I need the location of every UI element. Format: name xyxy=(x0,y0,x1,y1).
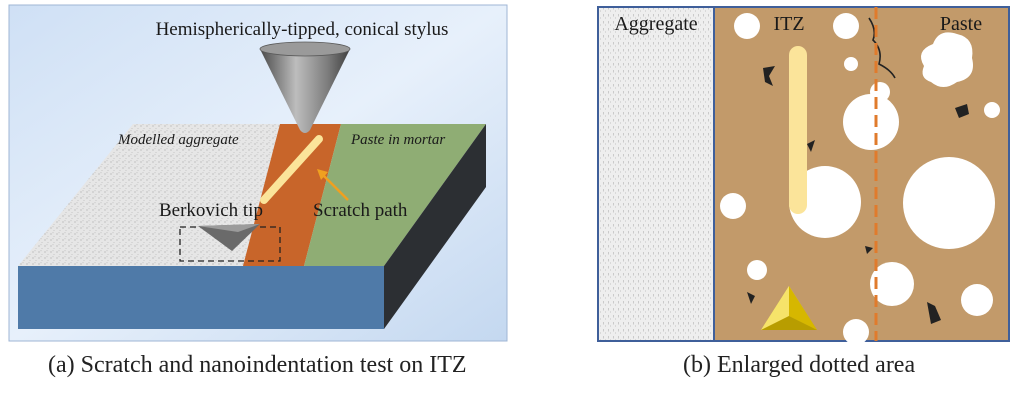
pore-irregular xyxy=(921,32,973,87)
pore xyxy=(870,262,914,306)
pore xyxy=(833,13,859,39)
pore xyxy=(747,260,767,280)
crack xyxy=(868,17,896,79)
scratch-bar xyxy=(789,46,807,214)
paste-surface xyxy=(304,124,486,266)
scratch-arrow-head xyxy=(317,169,328,180)
pore xyxy=(734,13,760,39)
pore xyxy=(720,193,746,219)
paste-label: Paste in mortar xyxy=(350,132,445,148)
pore xyxy=(903,157,995,249)
pore xyxy=(961,284,993,316)
itz-surface xyxy=(243,124,341,266)
paste-region-label: Paste xyxy=(940,13,982,35)
pore xyxy=(844,57,858,71)
panel-b-enlarged: Aggregate ITZ Paste xyxy=(597,6,1010,342)
slab-front-face xyxy=(18,266,384,329)
stylus-top-icon xyxy=(259,41,351,57)
berkovich-tip-icon xyxy=(198,224,260,251)
aggregate-region-label: Aggregate xyxy=(614,13,697,35)
caption-b: (b) Enlarged dotted area xyxy=(683,352,916,378)
defects xyxy=(747,66,969,324)
pore xyxy=(984,102,1000,118)
scratch-path-label: Scratch path xyxy=(313,200,408,221)
panel-a-schematic: Hemispherically-tipped, conical stylus M… xyxy=(8,4,508,344)
pore xyxy=(843,94,899,150)
slab-right-face xyxy=(384,124,486,329)
pore xyxy=(843,319,869,342)
berkovich-label: Berkovich tip xyxy=(159,200,263,221)
pore xyxy=(870,82,890,102)
aggregate-region xyxy=(598,7,714,341)
conical-stylus-icon xyxy=(260,49,350,133)
enlarged-diagram: Aggregate ITZ Paste xyxy=(597,6,1010,342)
caption-a: (a) Scratch and nanoindentation test on … xyxy=(48,352,467,378)
berkovich-indent-icon xyxy=(761,286,817,330)
stylus-label: Hemispherically-tipped, conical stylus xyxy=(156,19,449,40)
panel-b-frame xyxy=(597,6,1010,342)
itz-label: ITZ xyxy=(773,13,804,35)
slab-diagram: Hemispherically-tipped, conical stylus M… xyxy=(8,4,508,342)
aggregate-label: Modelled aggregate xyxy=(117,132,239,148)
scratch-groove xyxy=(260,135,323,204)
scratch-arrow xyxy=(321,173,349,201)
